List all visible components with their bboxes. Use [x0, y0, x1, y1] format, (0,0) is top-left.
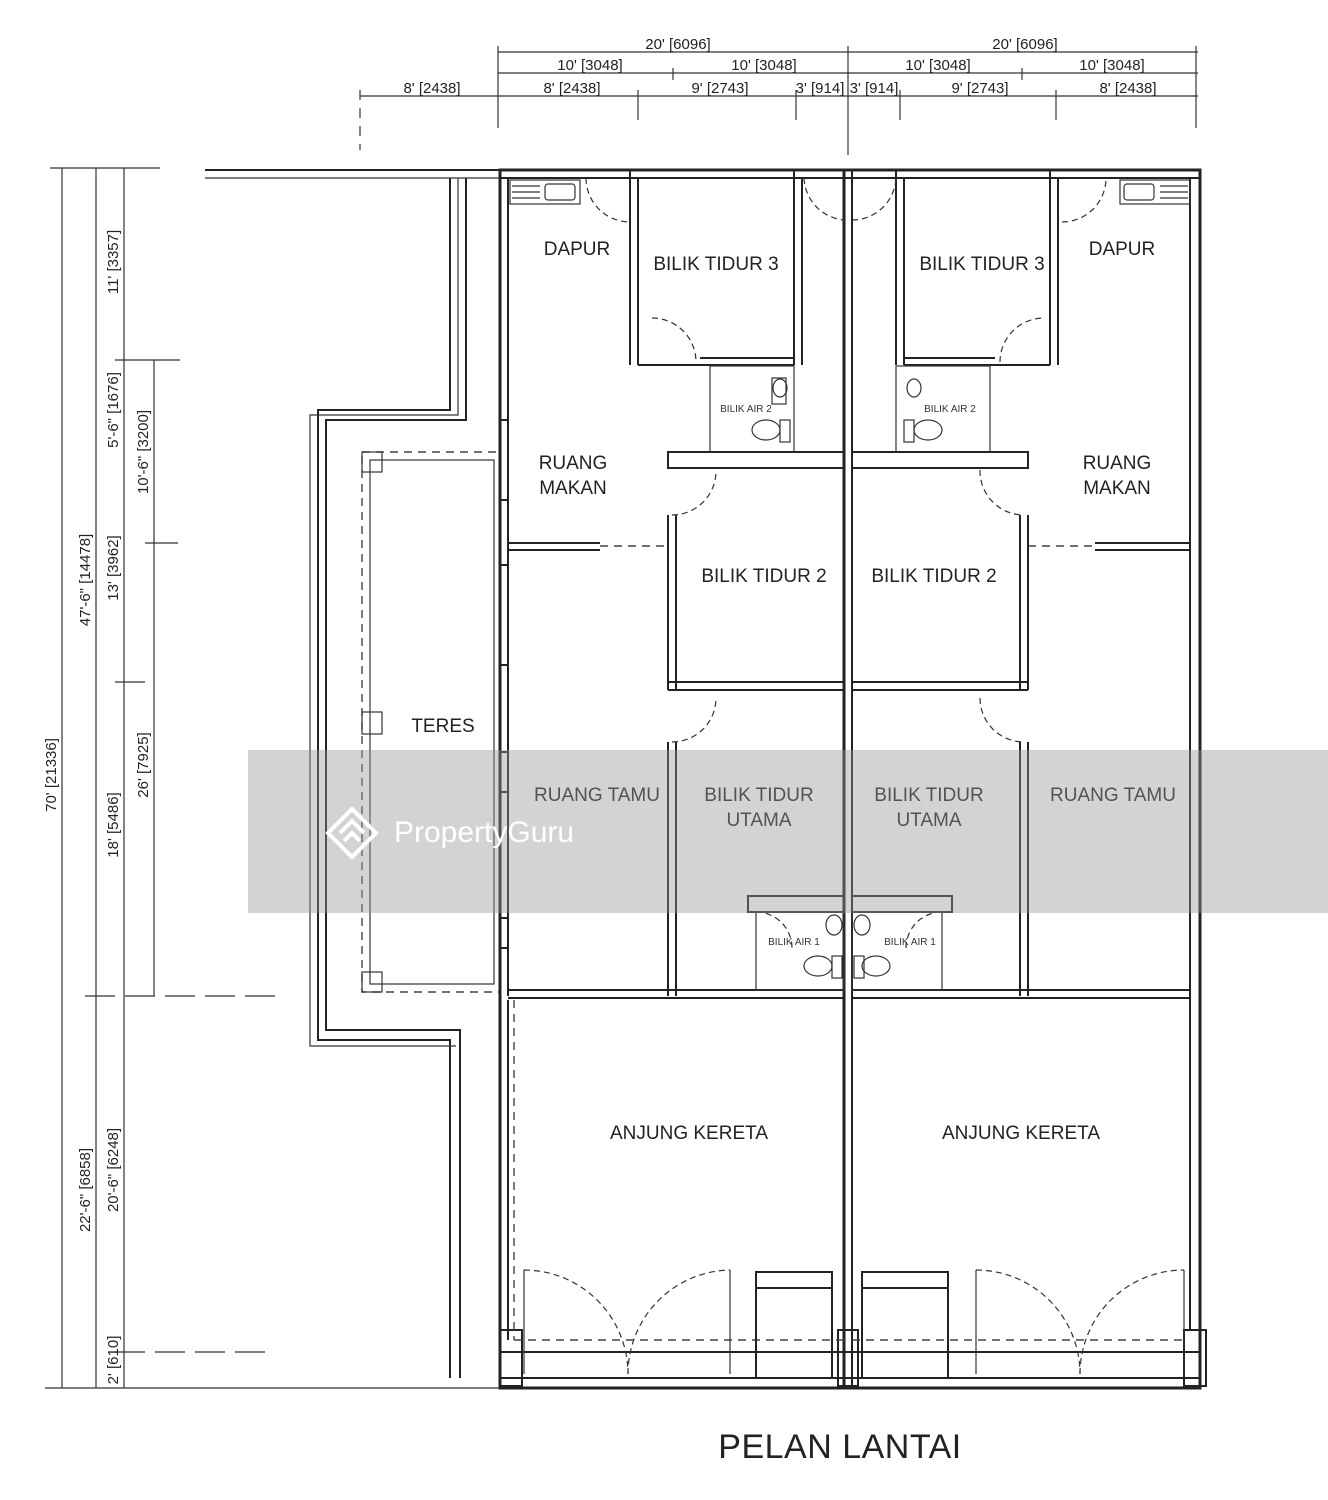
dim-top-10-d: 10' [3048] — [1079, 57, 1144, 74]
room-ruang-makan-left-line2: MAKAN — [539, 478, 607, 499]
dim-left-5-6: 5'-6" [1676] — [105, 372, 122, 448]
left-unit-walls — [500, 170, 845, 1379]
room-bilik-tidur-utama-left-line1: BILIK TIDUR — [704, 785, 813, 806]
dim-top-8-c: 8' [2438] — [1099, 80, 1156, 97]
kitchen-sinks — [509, 179, 1191, 205]
dim-left-22-6: 22'-6" [6858] — [77, 1148, 94, 1232]
dim-left-20-6: 20'-6" [6248] — [105, 1128, 122, 1212]
room-bilik-tidur-utama-right-line2: UTAMA — [896, 810, 961, 831]
right-unit-walls — [851, 170, 1190, 1379]
watermark-band — [248, 750, 1328, 913]
room-dapur-right: DAPUR — [1089, 239, 1156, 260]
dim-top-8-b: 8' [2438] — [543, 80, 600, 97]
room-bilik-tidur-3-left: BILIK TIDUR 3 — [653, 254, 778, 275]
room-anjung-kereta-left: ANJUNG KERETA — [610, 1123, 768, 1144]
room-bilik-air-1-left: BILIK AIR 1 — [768, 937, 820, 948]
room-ruang-makan-left-line1: RUANG — [539, 453, 608, 474]
room-anjung-kereta-right: ANJUNG KERETA — [942, 1123, 1100, 1144]
dim-left-26: 26' [7925] — [135, 732, 152, 797]
dim-top-3-b: 3' [914] — [850, 80, 899, 97]
dim-top-8-a: 8' [2438] — [403, 80, 460, 97]
watermark-text: PropertyGuru — [394, 816, 575, 849]
room-ruang-tamu-left: RUANG TAMU — [534, 785, 660, 806]
dim-left-70: 70' [21336] — [43, 738, 60, 812]
watermark-logo: PropertyGuru — [322, 798, 574, 868]
plan-title: PELAN LANTAI — [718, 1428, 962, 1466]
dim-top-20-left: 20' [6096] — [645, 36, 710, 53]
dim-left-2: 2' [610] — [105, 1336, 122, 1385]
left-dimensions — [45, 167, 500, 1389]
room-bilik-tidur-2-right: BILIK TIDUR 2 — [871, 566, 996, 587]
dim-top-10-a: 10' [3048] — [557, 57, 622, 74]
room-dapur-left: DAPUR — [544, 239, 611, 260]
room-ruang-tamu-right: RUANG TAMU — [1050, 785, 1176, 806]
room-bilik-tidur-utama-right-line1: BILIK TIDUR — [874, 785, 983, 806]
dim-left-11: 11' [3357] — [105, 230, 122, 294]
site-boundary — [205, 169, 501, 1378]
dim-top-3-a: 3' [914] — [796, 80, 845, 97]
dim-left-13: 13' [3962] — [105, 535, 122, 600]
dim-left-47-6: 47'-6" [14478] — [77, 534, 94, 626]
dim-top-10-b: 10' [3048] — [731, 57, 796, 74]
dim-top-9-b: 9' [2743] — [951, 80, 1008, 97]
room-bilik-tidur-utama-left-line2: UTAMA — [726, 810, 791, 831]
room-bilik-air-1-right: BILIK AIR 1 — [884, 937, 936, 948]
dim-top-10-c: 10' [3048] — [905, 57, 970, 74]
room-ruang-makan-right-line1: RUANG — [1083, 453, 1152, 474]
dim-left-18: 18' [5486] — [105, 792, 122, 857]
dim-top-9-a: 9' [2743] — [691, 80, 748, 97]
door-swings — [523, 177, 1185, 1375]
outer-walls — [498, 168, 1207, 1390]
dim-left-10-6: 10'-6" [3200] — [135, 410, 152, 494]
room-bilik-air-2-left: BILIK AIR 2 — [720, 404, 772, 415]
top-dimensions — [359, 46, 1198, 155]
propertyguru-logo-icon — [325, 806, 379, 860]
dim-top-20-right: 20' [6096] — [992, 36, 1057, 53]
room-teres: TERES — [411, 716, 474, 737]
room-bilik-tidur-2-left: BILIK TIDUR 2 — [701, 566, 826, 587]
room-bilik-air-2-right: BILIK AIR 2 — [924, 404, 976, 415]
room-bilik-tidur-3-right: BILIK TIDUR 3 — [919, 254, 1044, 275]
room-ruang-makan-right-line2: MAKAN — [1083, 478, 1151, 499]
